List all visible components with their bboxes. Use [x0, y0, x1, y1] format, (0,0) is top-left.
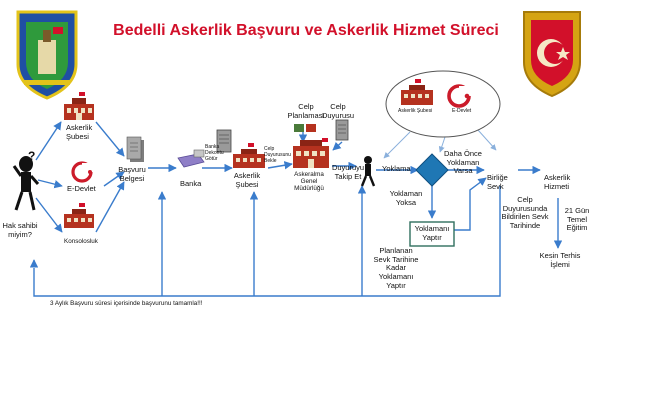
- label-kesin-terhis: Kesin Terhis İşlemi: [539, 251, 581, 269]
- label-celp-duyurusu: Celp Duyurusu: [321, 102, 355, 120]
- label-askeralma: Askeralma Genel Müdürlüğü: [294, 171, 324, 193]
- label-celp-duyurusuna-bekle: Celp Duyurusunu Bekle: [264, 146, 291, 164]
- yoklamani-yaptir-box: [409, 221, 455, 247]
- label-banka: Banka: [180, 179, 202, 188]
- label-temel-egitim: 21 Gün Temel Eğitim: [564, 206, 590, 233]
- label-edevlet: E-Devlet: [67, 184, 96, 193]
- server-icon: [216, 129, 232, 153]
- label-banka-dekontu: Banka Dekontu Götür: [205, 144, 224, 162]
- document-stack-icon: [126, 136, 144, 162]
- label-birlige-sevk: Birliğe Sevk: [487, 173, 508, 191]
- label-askerlik-hizmeti: Askerlik Hizmeti: [544, 173, 571, 191]
- label-duyuruyu-takip: Duyuruyu Takip Et: [331, 163, 365, 181]
- label-askerlik-subesi-1: Askerlik Şubesi: [66, 123, 93, 141]
- government-building-icon: [64, 203, 94, 228]
- label-daha-once: Daha Önce Yoklaman Varsa: [444, 149, 482, 176]
- footer-note: 3 Aylık Başvuru süresi içerisinde başvur…: [50, 300, 203, 307]
- person-thinking-icon: [12, 156, 40, 211]
- question-mark: ?: [28, 149, 36, 163]
- edevlet-logo-icon: [71, 161, 94, 183]
- label-konsolosluk: Konsolosluk: [64, 238, 98, 245]
- army-emblem-logo: [16, 10, 78, 100]
- government-building-icon: [64, 92, 94, 120]
- label-askerlik-subesi-2: Askerlik Şubesi: [233, 171, 261, 189]
- label-bubble-sube: Askerlik Şubesi: [398, 108, 433, 114]
- page-title: Bedelli Askerlik Başvuru ve Askerlik Hiz…: [113, 22, 499, 39]
- label-yoklama: Yoklama: [382, 164, 411, 173]
- label-yoklaman-yoksa: Yoklaman Yoksa: [389, 189, 423, 207]
- label-basvuru-belgesi: Başvuru Belgesi: [118, 165, 146, 183]
- person-walking-icon: [360, 156, 376, 187]
- label-celp-planlamasi: Celp Planlaması: [287, 102, 325, 120]
- edevlet-logo-icon: [447, 84, 471, 108]
- label-hak-sahibi: Hak sahibi miyim?: [2, 221, 38, 239]
- bank-computer-icon: [177, 149, 205, 168]
- decision-diamond: [415, 153, 449, 187]
- label-planlanan-sevk: Planlanan Sevk Tarihine Kadar Yoklamanı …: [373, 246, 419, 290]
- government-building-icon: [401, 79, 433, 105]
- crescent-star-seal-logo: [523, 11, 581, 98]
- government-building-icon: [293, 138, 329, 168]
- celp-planlamasi-papers-icon: [294, 124, 316, 132]
- label-yoklamani-yaptir: Yoklamanı Yaptır: [414, 224, 450, 242]
- label-celp-duyurusunda: Celp Duyurusunda Bildirilen Sevk Tarihin…: [501, 195, 549, 230]
- server-icon: [335, 119, 349, 141]
- government-building-icon: [233, 143, 265, 168]
- label-bubble-edevlet: E-Devlet: [452, 108, 472, 114]
